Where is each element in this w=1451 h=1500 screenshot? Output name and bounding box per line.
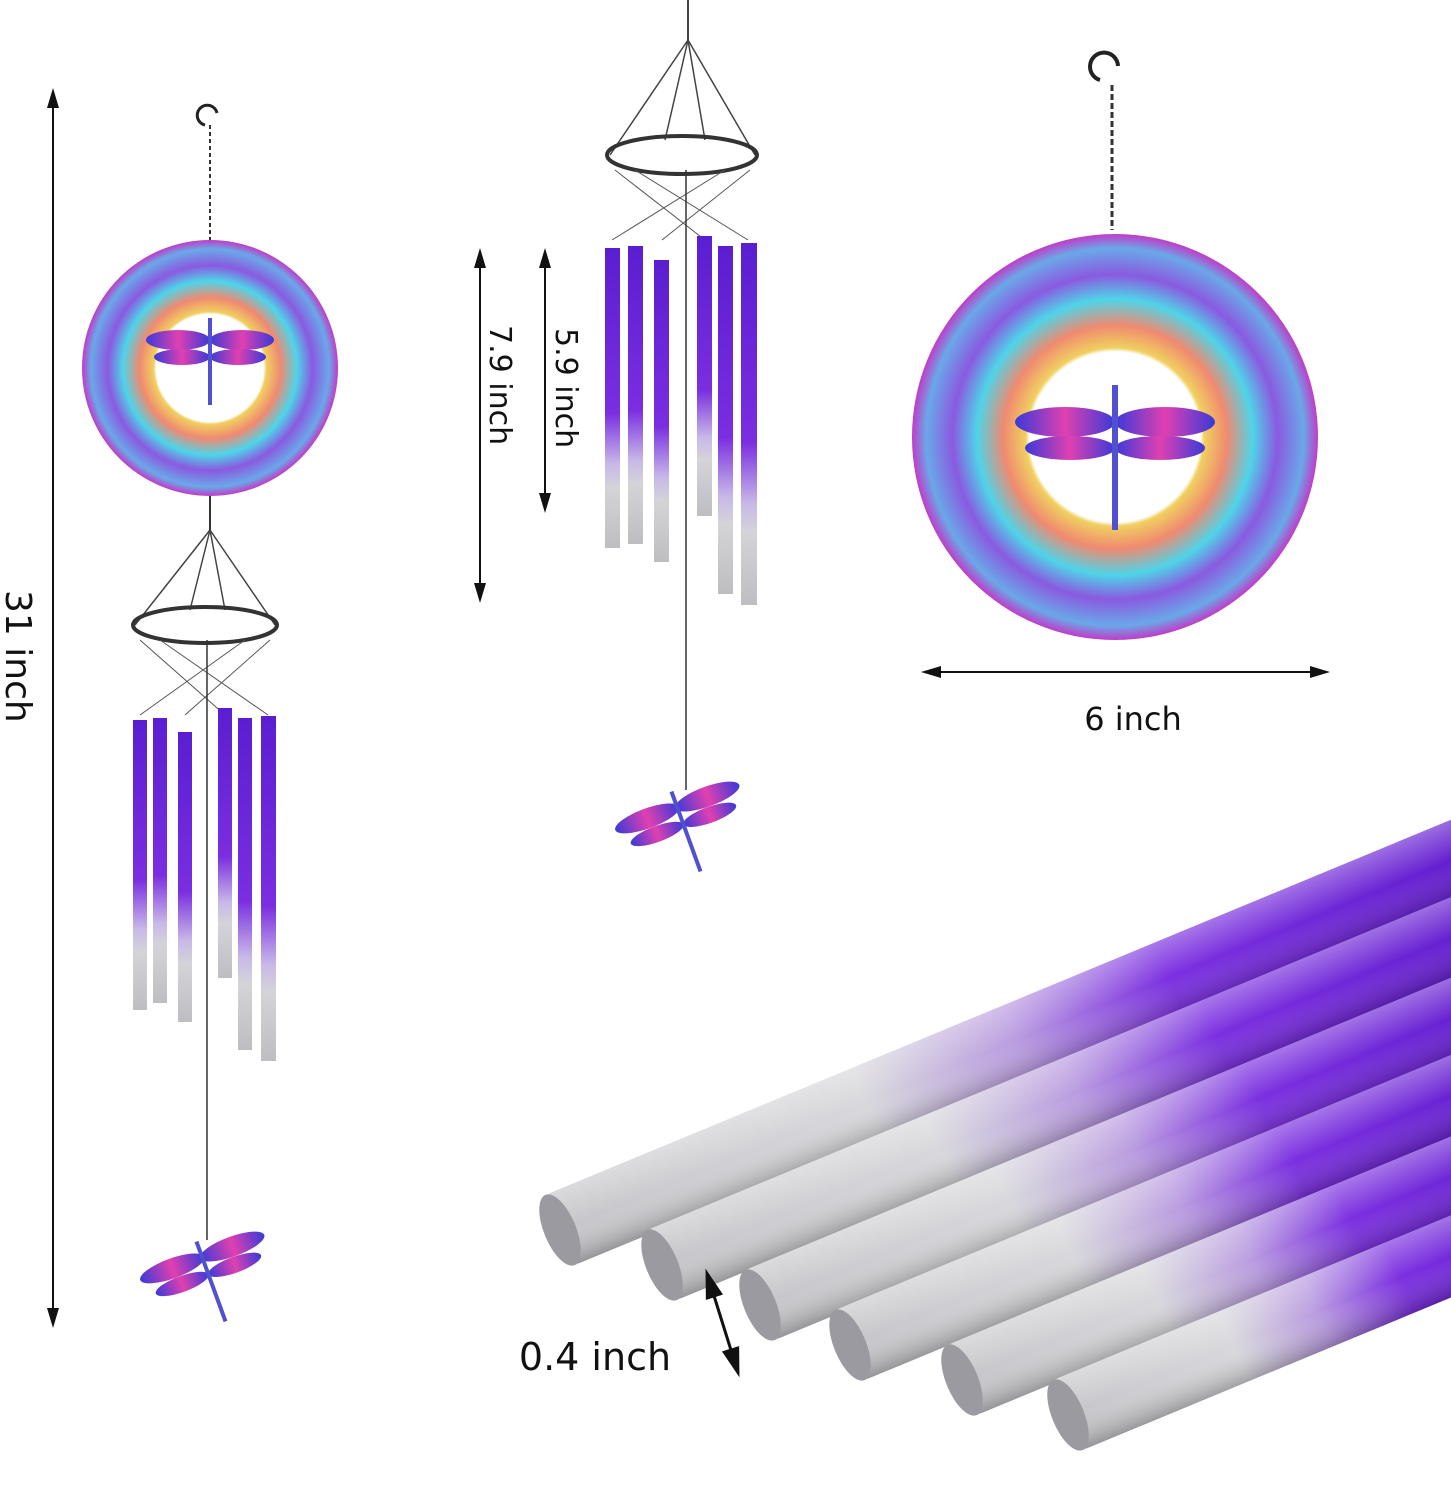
dragonfly-pendant-icon — [615, 781, 740, 873]
shortest-tube-label: 5.9 inch — [548, 328, 583, 448]
total-length-label: 31 inch — [0, 590, 38, 723]
mandala-disc-detail — [912, 50, 1318, 640]
dragonfly-pendant-icon — [140, 1231, 265, 1323]
dragonfly-icon — [146, 318, 274, 405]
tube-diameter-label: 0.4 inch — [519, 1335, 671, 1379]
full-wind-chime — [82, 103, 338, 1323]
hook-icon — [1088, 50, 1120, 82]
dragonfly-icon — [1015, 385, 1215, 530]
disc-diameter-label: 6 inch — [1084, 700, 1182, 738]
tube-closeup — [539, 773, 1451, 1451]
tube-diameter-arrow — [705, 1268, 740, 1378]
chime-tubes-detail — [605, 0, 759, 873]
longest-tube-label: 7.9 inch — [482, 325, 517, 445]
hook-icon — [195, 103, 219, 127]
